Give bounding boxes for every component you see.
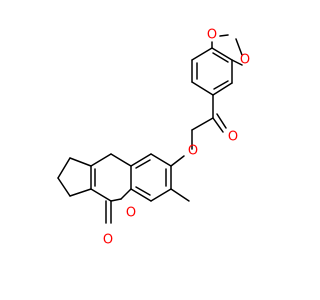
ketone-linker [170, 94, 227, 167]
benzodioxole-ring [191, 47, 233, 96]
oxygen-dioxole-right: O [240, 53, 250, 68]
oxygen-lactone: O [103, 233, 113, 248]
oxygen-dioxole-top: O [207, 28, 217, 43]
oxygen-ring: O [126, 206, 136, 221]
molecule-canvas: O O O O O O [57, 27, 251, 248]
structure-diagram: O O O O O O [57, 28, 250, 248]
lactone-ring [90, 153, 132, 224]
coumarin-benzene-ring [130, 153, 190, 202]
cyclopentane-ring [57, 157, 92, 197]
oxygen-ether: O [188, 144, 198, 159]
oxygen-ketone: O [228, 130, 238, 145]
dioxole-ring [211, 34, 243, 66]
